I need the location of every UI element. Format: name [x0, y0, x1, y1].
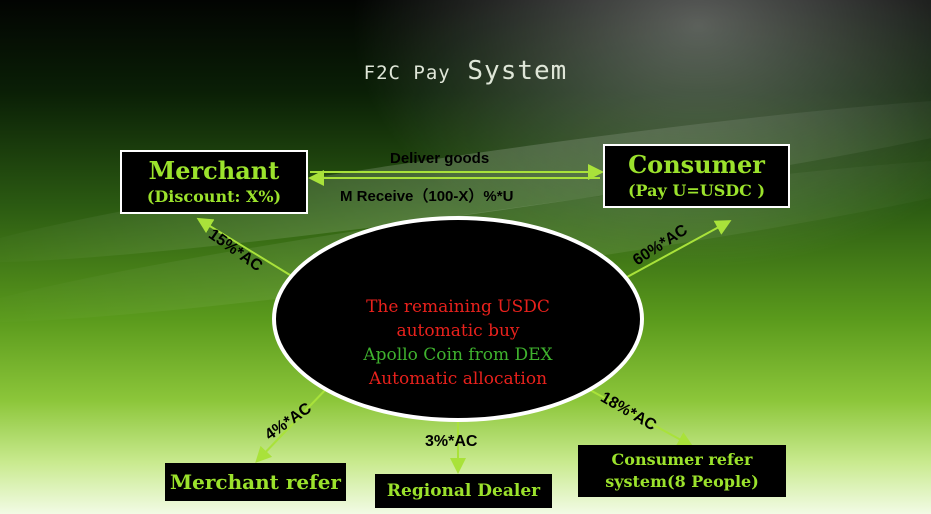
merchant-receive-label: M Receive（100-X）%*U	[340, 188, 514, 205]
deliver-goods-label: Deliver goods	[390, 150, 490, 167]
merchant-detail: (Discount: X%)	[146, 187, 282, 206]
center-text: The remaining USDC automatic buy Apollo …	[272, 295, 644, 391]
merchant-refer-label: Merchant refer	[170, 470, 341, 494]
merchant-share-arrow	[196, 217, 291, 276]
consumer-refer-label: Consumer refer	[611, 450, 753, 469]
center-line-3: Apollo Coin from DEX	[363, 345, 553, 365]
center-ellipse	[272, 216, 644, 422]
consumer-refer-detail: system(8 People)	[605, 472, 759, 491]
page-title: F2C Pay System	[363, 56, 568, 86]
regional-dealer-box: Regional Dealer	[375, 474, 552, 508]
consumer-label: Consumer	[628, 150, 765, 179]
regional-dealer-label: Regional Dealer	[386, 481, 541, 501]
merchant-refer-arrow	[255, 384, 331, 463]
consumer-box: Consumer (Pay U=USDC )	[603, 144, 790, 208]
center-line-2: automatic buy	[396, 321, 520, 341]
center-line-1: The remaining USDC	[366, 297, 550, 317]
merchant-label: Merchant	[148, 156, 280, 185]
merchant-refer-box: Merchant refer	[165, 463, 346, 501]
consumer-share-arrow	[617, 220, 732, 283]
consumer-refer-arrow	[589, 389, 694, 447]
merchant-box: Merchant (Discount: X%)	[120, 150, 308, 214]
consumer-detail: (Pay U=USDC )	[627, 181, 766, 200]
center-line-4: Automatic allocation	[368, 369, 548, 389]
consumer-refer-box: Consumer refer system(8 People)	[578, 445, 786, 497]
dealer-share-label: 3%*AC	[425, 433, 478, 450]
